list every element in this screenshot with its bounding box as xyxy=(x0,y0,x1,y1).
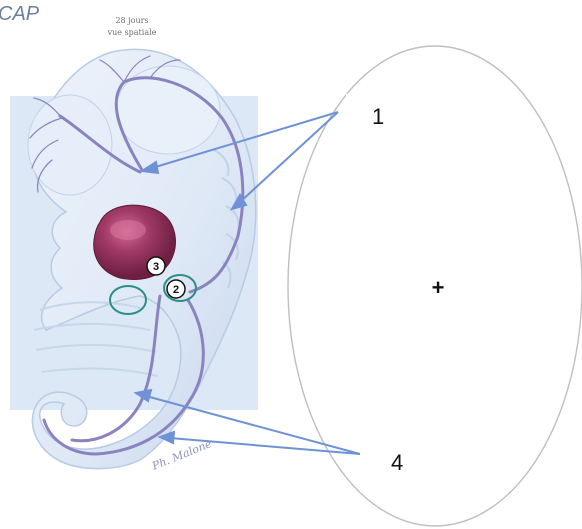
marker-2-label: 2 xyxy=(173,284,179,296)
marker-3-label: 3 xyxy=(153,261,159,273)
caption-line-1: 28 jours xyxy=(115,16,148,25)
cap-label: CAP xyxy=(0,3,40,25)
caption-line-2: vue spatiale xyxy=(107,28,157,37)
heart-highlight xyxy=(110,220,146,240)
callout-label-1: 1 xyxy=(372,104,384,129)
callout-label-4: 4 xyxy=(391,450,403,475)
plus-sign: + xyxy=(432,275,445,300)
